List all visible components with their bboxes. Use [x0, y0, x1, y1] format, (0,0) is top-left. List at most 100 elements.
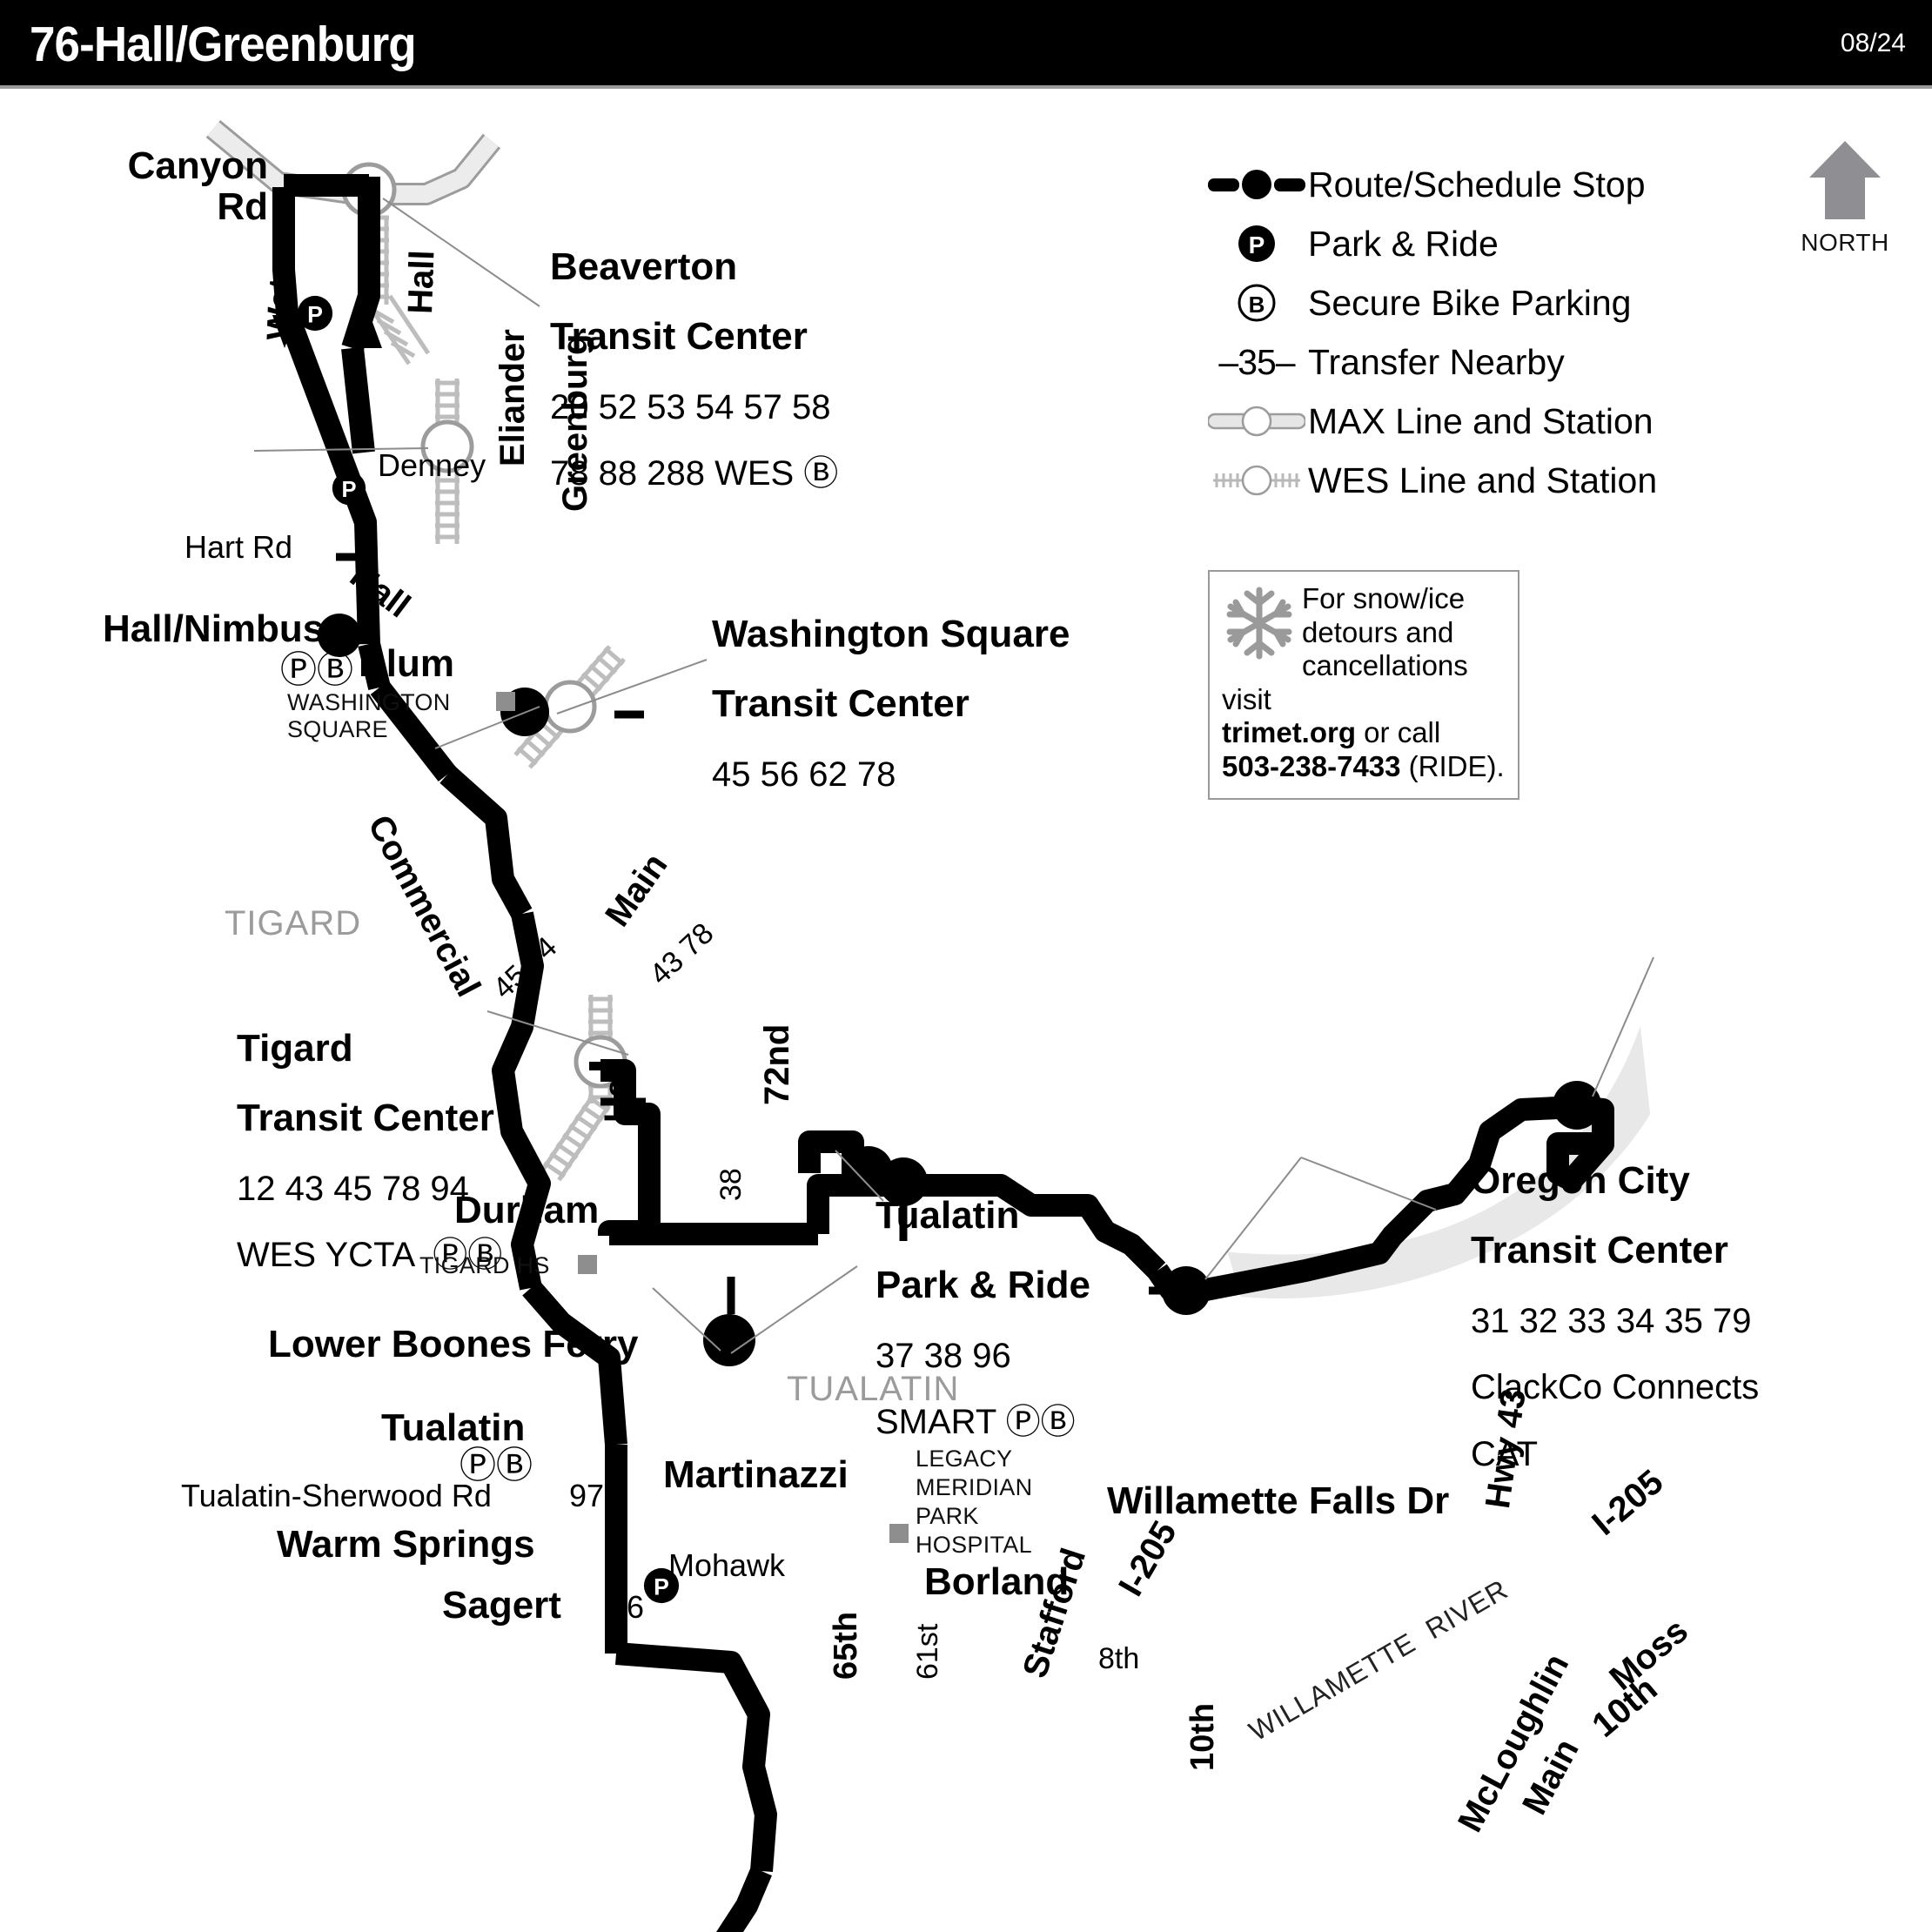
street-label-hall-north: Hall — [401, 249, 442, 315]
tc-routes-line3: CAT — [1471, 1434, 1539, 1473]
notice-line-3: cancellations visit — [1222, 649, 1468, 715]
transit-center-oregon-city: Oregon City Transit Center 31 32 33 34 3… — [1471, 1131, 1759, 1487]
route-line-south — [715, 1866, 772, 1932]
poi-washington-square: WASHINGTON SQUARE — [287, 689, 451, 743]
street-label-denney: Denney — [378, 447, 486, 483]
transit-center-beaverton: Beaverton Transit Center 20 52 53 54 57 … — [550, 218, 838, 507]
leader-lines — [253, 198, 1654, 1354]
street-label-eliander: Eliander — [493, 329, 532, 466]
poi-tigard-hs: TIGARD HS — [419, 1252, 550, 1278]
city-label-tigard: TIGARD — [225, 904, 362, 943]
route-direction-arrows — [272, 315, 382, 348]
stop-label-hart-rd: Hart Rd — [184, 529, 293, 565]
route-schedule-stop-icon — [1205, 170, 1308, 199]
transfer-nearby-icon: –35– — [1205, 342, 1308, 383]
wes-station-hall-nimbus[interactable] — [420, 419, 474, 473]
notice-phone[interactable]: 503-238-7433 — [1222, 750, 1401, 783]
tc-name-line2: Transit Center — [550, 315, 808, 359]
transfer-label-96: 96 — [609, 1589, 645, 1625]
street-label-greenburg: Greenburg — [556, 333, 594, 512]
map-header: 76-Hall/Greenburg 08/24 — [0, 0, 1932, 85]
stop-label-hall-nimbus: Hall/Nimbus — [103, 607, 325, 650]
stop-label-borland: Borland — [924, 1560, 1070, 1603]
header-divider — [0, 85, 1932, 89]
svg-text:P: P — [654, 1574, 669, 1600]
street-label-10th-west: 10th — [1184, 1702, 1221, 1771]
schedule-stop-dots — [318, 614, 1601, 1366]
map-legend: Route/Schedule Stop P Park & Ride B Secu… — [1205, 155, 1693, 510]
tc-routes-line1: 37 38 96 — [875, 1336, 1011, 1375]
tc-name-line1: Tualatin — [875, 1193, 1020, 1237]
secure-bike-parking-icon: B — [1205, 283, 1308, 323]
legend-item-secure-bike-parking: B Secure Bike Parking — [1205, 273, 1693, 332]
svg-text:P: P — [307, 302, 323, 328]
tc-name-line1: Oregon City — [1471, 1158, 1690, 1202]
legend-label: WES Line and Station — [1308, 460, 1658, 500]
tc-name-line1: Washington Square — [712, 612, 1070, 655]
stop-dot-main-moss[interactable] — [1553, 1081, 1601, 1130]
cross-street-ticks — [336, 553, 1186, 1314]
legend-item-park-and-ride: P Park & Ride — [1205, 214, 1693, 273]
north-indicator: NORTH — [1788, 139, 1902, 257]
legend-item-route-stop: Route/Schedule Stop — [1205, 155, 1693, 214]
stop-dot-borland[interactable] — [879, 1157, 928, 1206]
stop-dot-lower-boones-ferry[interactable] — [703, 1314, 755, 1366]
transfer-label-97: 97 — [569, 1478, 605, 1513]
legend-label: Secure Bike Parking — [1308, 282, 1632, 323]
svg-text:P: P — [1249, 231, 1265, 258]
tc-routes-line1: 31 32 33 34 35 79 — [1471, 1301, 1752, 1340]
notice-text: For snow/ice detours and cancellations v… — [1222, 582, 1506, 784]
street-label-mohawk: Mohawk — [668, 1547, 786, 1583]
notice-line-4-tail: or call — [1356, 716, 1441, 749]
tc-routes-line2: 78 88 288 WES Ⓑ — [550, 454, 839, 493]
street-label-tualatin-sherwood-rd: Tualatin-Sherwood Rd — [181, 1478, 492, 1513]
wes-station-tigard-tc[interactable] — [543, 680, 597, 734]
park-and-ride-icon: P — [332, 471, 366, 506]
svg-text:B: B — [1249, 292, 1265, 318]
transfer-label-38: 38 — [714, 1168, 748, 1201]
stop-label-blum: Blum — [359, 642, 454, 685]
park-and-ride-icon: P — [643, 1567, 680, 1604]
street-label-72nd: 72nd — [758, 1023, 796, 1105]
park-and-ride-marker-mohawk[interactable]: P — [642, 1566, 681, 1609]
stop-icons-hall-nimbus: ⓅⒷ — [280, 649, 354, 690]
tc-routes-line2: ClackCo Connects — [1471, 1368, 1760, 1407]
route-map-graphic — [205, 119, 1654, 1932]
svg-text:P: P — [341, 478, 356, 502]
tc-routes-line2: SMART ⓅⒷ — [875, 1403, 1076, 1442]
stop-dot-hart-rd[interactable] — [318, 614, 361, 657]
park-and-ride-icon: P — [1205, 224, 1308, 264]
stop-label-canyon-rd: Canyon Rd — [127, 144, 268, 228]
stop-label-martinazzi: Martinazzi — [663, 1453, 849, 1496]
notice-website[interactable]: trimet.org — [1222, 716, 1357, 749]
tc-name-line1: Tigard — [237, 1026, 353, 1070]
stop-label-lower-boones-ferry: Lower Boones Ferry — [268, 1323, 639, 1365]
tc-routes-line1: 45 56 62 78 — [712, 755, 896, 794]
street-label-8th: 8th — [1098, 1642, 1140, 1675]
snowflake-icon — [1226, 587, 1292, 660]
stop-label-warm-springs: Warm Springs — [277, 1523, 535, 1566]
street-label-hall-south: Hall — [598, 1058, 636, 1123]
poi-legacy-meridian-park-hospital: LEGACY MERIDIAN PARK HOSPITAL — [916, 1446, 1033, 1558]
poi-square-hospital — [889, 1524, 909, 1543]
north-arrow-icon — [1809, 141, 1881, 219]
legend-label: Park & Ride — [1308, 223, 1499, 264]
park-and-ride-icon: P — [297, 295, 333, 332]
notice-line-1: For snow/ice — [1302, 582, 1466, 614]
legend-label: Route/Schedule Stop — [1308, 164, 1646, 205]
schedule-date: 08/24 — [1840, 29, 1906, 57]
park-and-ride-marker-canyon[interactable]: P — [296, 294, 334, 337]
legend-item-wes-line: WES Line and Station — [1205, 451, 1693, 510]
wes-line-tualatin-south — [540, 1093, 611, 1182]
stop-label-durham: Durham — [454, 1189, 600, 1231]
tc-name-line2: Transit Center — [1471, 1229, 1728, 1272]
legend-label: Transfer Nearby — [1308, 341, 1565, 382]
tc-name-line2: Transit Center — [237, 1097, 494, 1140]
notice-line-2: detours and — [1302, 615, 1454, 648]
max-line-station-icon — [1205, 404, 1308, 439]
wes-line-station-icon — [1205, 463, 1308, 498]
park-and-ride-marker-denney[interactable]: P — [331, 470, 367, 511]
transfer-sample: –35– — [1218, 341, 1295, 382]
notice-line-5-tail: (RIDE). — [1400, 750, 1505, 783]
stop-label-sagert: Sagert — [442, 1584, 561, 1627]
